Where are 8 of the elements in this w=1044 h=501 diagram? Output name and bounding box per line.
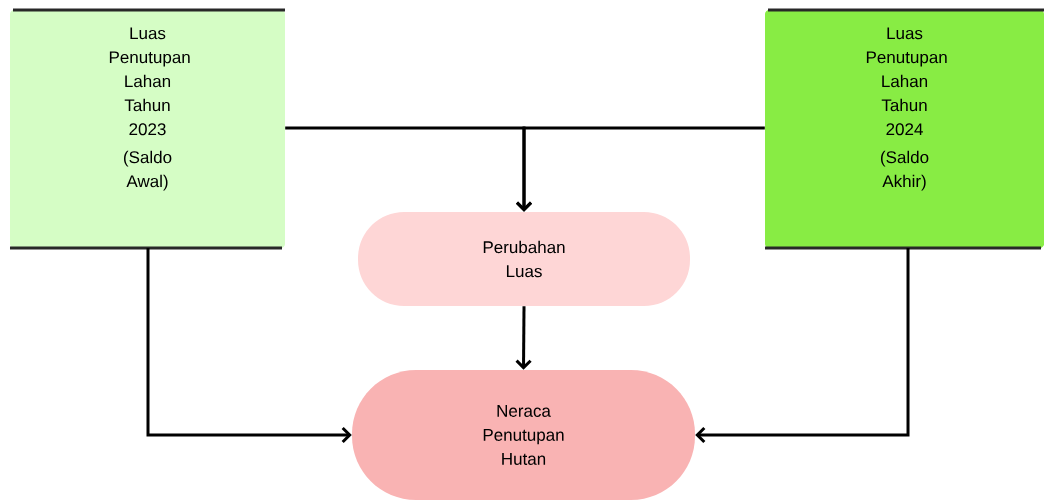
process-box: Luas Penutupan Lahan Tahun 2024 (Saldo Akhir): [765, 8, 1044, 250]
arrow: [515, 306, 532, 370]
rounded-box: Neraca Penutupan Hutan: [352, 370, 695, 500]
process-box: Luas Penutupan Lahan Tahun 2023 (Saldo Awal): [10, 8, 285, 250]
rounded-box: Perubahan Luas: [358, 212, 690, 306]
arrow: [146, 248, 352, 444]
arrow: [515, 126, 765, 212]
arrow: [695, 248, 910, 444]
